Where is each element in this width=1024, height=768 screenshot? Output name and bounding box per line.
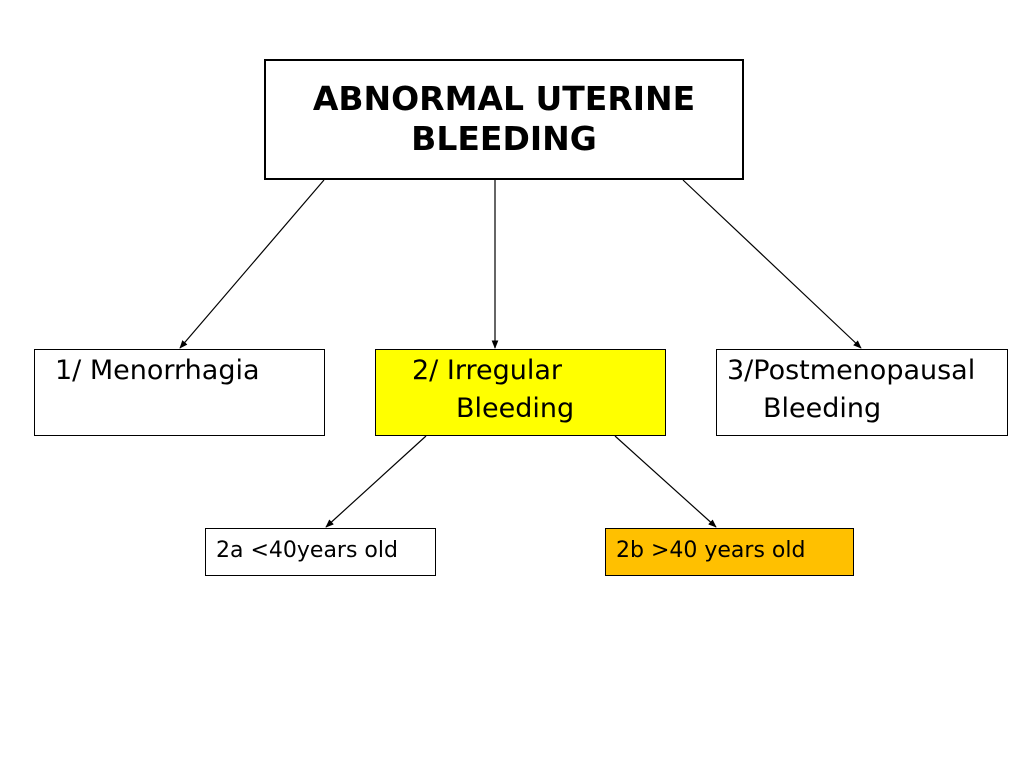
category-2-first-line: 2/ Irregular — [412, 352, 665, 390]
category-3-second-line: Bleeding — [763, 393, 882, 424]
root-node-abnormal-uterine-bleeding: ABNORMAL UTERINE BLEEDING — [264, 59, 744, 180]
category-2-number: 2/ — [412, 355, 439, 386]
arrow-root-to-menorrhagia — [179, 179, 325, 349]
arrow-irregular-to-under-40 — [325, 435, 427, 528]
category-2-label: Irregular — [446, 355, 562, 386]
root-title-line-2: BLEEDING — [411, 119, 597, 158]
root-title-line-1: ABNORMAL UTERINE — [312, 79, 696, 118]
category-node-menorrhagia: 1/ Menorrhagia — [34, 349, 325, 436]
category-node-irregular-bleeding: 2/ Irregular Bleeding — [375, 349, 666, 436]
arrow-irregular-to-over-40 — [614, 435, 717, 528]
category-node-postmenopausal-bleeding: 3/Postmenopausal Bleeding — [716, 349, 1008, 436]
subcategory-node-over-40: 2b >40 years old — [605, 528, 854, 576]
subcategory-node-under-40: 2a <40years old — [205, 528, 436, 576]
category-1-first-line: 1/ Menorrhagia — [55, 352, 324, 390]
category-2-second-line: Bleeding — [456, 393, 575, 424]
category-3-label: Postmenopausal — [753, 355, 976, 386]
category-3-first-line: 3/Postmenopausal — [727, 352, 1007, 390]
category-1-number: 1/ — [55, 355, 82, 386]
category-1-label: Menorrhagia — [89, 355, 260, 386]
subcategory-2b-label: 2b >40 years old — [616, 538, 806, 563]
category-3-number: 3/ — [727, 355, 754, 386]
arrow-root-to-postmenopausal-bleeding — [682, 179, 862, 349]
subcategory-2a-label: 2a <40years old — [216, 538, 398, 563]
